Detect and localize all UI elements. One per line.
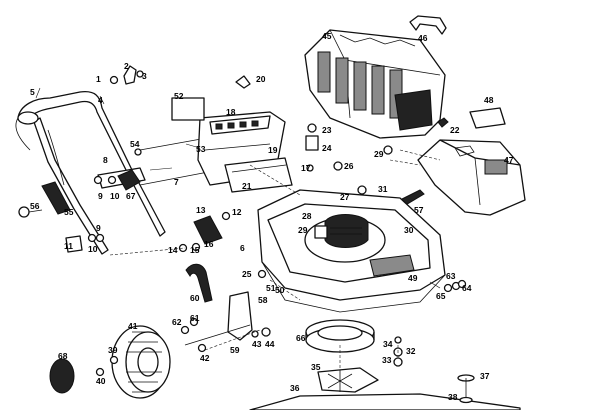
part-label-18: 18 (226, 107, 236, 117)
part-label-49: 49 (408, 273, 418, 283)
part-label-51: 51 (266, 283, 276, 293)
bolt-56 (18, 206, 30, 218)
part-label-53: 53 (196, 144, 206, 154)
part-label-6: 6 (240, 243, 245, 253)
part-label-16: 16 (204, 239, 214, 249)
blade (249, 393, 521, 410)
part-label-40: 40 (96, 376, 106, 386)
part-label-19: 19 (268, 145, 278, 155)
part-label-30: 30 (404, 225, 414, 235)
part-label-38: 38 (448, 392, 458, 402)
part-label-52: 52 (174, 91, 184, 101)
part-label-59: 59 (230, 345, 240, 355)
part-label-9-lower: 9 (96, 223, 101, 233)
part-label-27: 27 (340, 192, 350, 202)
part-label-41: 41 (128, 321, 138, 331)
part-label-9-upper: 9 (98, 191, 103, 201)
part-label-29-chute: 29 (374, 149, 384, 159)
cable-guide (193, 215, 223, 245)
decal-plate (171, 97, 205, 121)
part-label-31: 31 (378, 184, 388, 194)
hub-cap (49, 358, 75, 394)
part-label-20: 20 (256, 74, 266, 84)
part-label-3: 3 (142, 71, 147, 81)
part-label-14: 14 (168, 245, 178, 255)
part-label-4: 4 (98, 95, 103, 105)
part-label-15: 15 (190, 245, 200, 255)
catcher-clip (437, 117, 449, 128)
part-label-65: 65 (436, 291, 446, 301)
part-label-67: 67 (126, 191, 136, 201)
rear-wheel (111, 325, 171, 399)
fan-hub (317, 367, 379, 393)
part-label-23: 23 (322, 125, 332, 135)
handle-knob (117, 169, 141, 191)
part-label-36: 36 (290, 383, 300, 393)
part-label-7: 7 (174, 177, 179, 187)
part-label-25: 25 (242, 269, 252, 279)
part-label-55: 55 (64, 207, 74, 217)
part-label-21: 21 (242, 181, 252, 191)
part-label-35: 35 (311, 362, 321, 372)
catcher-handle (409, 15, 447, 35)
part-label-11: 11 (64, 241, 73, 251)
catcher-plate (469, 107, 506, 129)
part-label-13: 13 (196, 205, 206, 215)
part-label-2: 2 (124, 61, 129, 71)
safety-key (235, 75, 251, 89)
height-lever (185, 263, 213, 303)
blade-carrier (305, 319, 375, 353)
part-label-37: 37 (480, 371, 490, 381)
part-label-24: 24 (322, 143, 332, 153)
part-label-8: 8 (103, 155, 108, 165)
part-label-45: 45 (322, 31, 332, 41)
axle-bracket (227, 291, 253, 341)
part-label-5: 5 (30, 87, 35, 97)
part-label-26: 26 (344, 161, 354, 171)
part-label-62: 62 (172, 317, 182, 327)
part-label-61: 61 (190, 313, 200, 323)
part-label-68: 68 (58, 351, 68, 361)
part-label-22: 22 (450, 125, 460, 135)
engine-cover (197, 111, 293, 193)
part-label-10-lower: 10 (88, 244, 98, 254)
part-label-58: 58 (258, 295, 268, 305)
part-label-29-deck: 29 (298, 225, 308, 235)
part-label-32: 32 (406, 346, 416, 356)
part-label-34: 34 (383, 339, 393, 349)
part-label-47: 47 (504, 155, 514, 165)
part-label-33: 33 (382, 355, 392, 365)
part-label-12: 12 (232, 207, 242, 217)
part-label-1: 1 (96, 74, 101, 84)
part-label-42: 42 (200, 353, 210, 363)
part-label-50: 50 (275, 285, 285, 295)
mower-deck (257, 189, 446, 313)
part-label-64: 64 (462, 283, 472, 293)
adjust-grip (41, 181, 71, 215)
part-label-39: 39 (108, 345, 118, 355)
part-label-46: 46 (418, 33, 428, 43)
part-label-48: 48 (484, 95, 494, 105)
part-label-60: 60 (190, 293, 200, 303)
part-label-54: 54 (130, 139, 140, 149)
part-label-28: 28 (302, 211, 312, 221)
part-label-56: 56 (30, 201, 40, 211)
rear-chute (417, 139, 526, 216)
part-label-17: 17 (301, 163, 311, 173)
part-label-57: 57 (414, 205, 424, 215)
grass-catcher (304, 29, 446, 139)
handle-cap (65, 235, 83, 253)
part-label-44: 44 (265, 339, 275, 349)
part-label-66: 66 (296, 333, 306, 343)
part-label-43: 43 (252, 339, 262, 349)
part-label-10-upper: 10 (110, 191, 120, 201)
part-label-63: 63 (446, 271, 456, 281)
